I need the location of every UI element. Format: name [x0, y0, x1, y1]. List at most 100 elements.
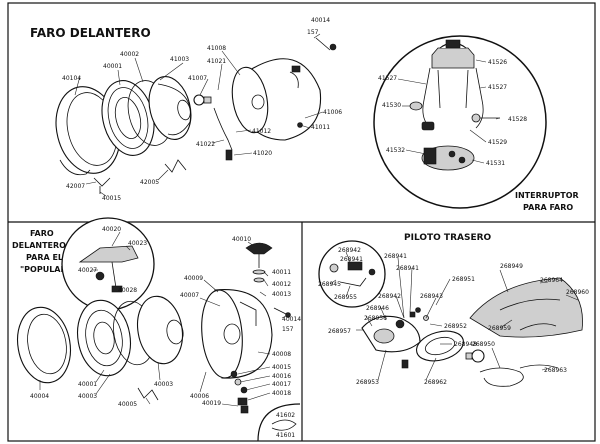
label-41021: 41021 — [207, 58, 226, 65]
label-268951: 268951 — [452, 276, 475, 283]
label-41527-left: 41527 — [378, 75, 397, 82]
label-268955: 268955 — [334, 294, 357, 301]
adjusting-knob — [245, 242, 273, 283]
label-268941-b: 268941 — [396, 265, 419, 272]
headlight-housing — [231, 58, 322, 141]
interruptor-title-line1: INTERRUPTOR — [515, 191, 579, 200]
label-40005: 40005 — [118, 401, 137, 408]
interruptor-panel: 41526 41527 41527 41530 41528 41529 4153… — [373, 35, 579, 212]
wire-loop-2 — [519, 364, 559, 369]
bracket — [93, 177, 111, 194]
bottom-hardware — [230, 370, 249, 414]
leader-lines — [74, 33, 324, 197]
label-268953: 268953 — [356, 379, 379, 386]
label-40001: 40001 — [78, 381, 97, 388]
label-41532: 41532 — [386, 147, 405, 154]
piloto-trasero-title: PILOTO TRASERO — [404, 233, 492, 243]
label-40008: 40008 — [272, 351, 291, 358]
label-41008: 41008 — [207, 45, 226, 52]
label-40018: 40018 — [272, 390, 291, 397]
label-40001: 40001 — [103, 63, 122, 70]
label-268956: 268956 — [364, 315, 387, 322]
label-268960: 268960 — [566, 289, 589, 296]
label-40020: 40020 — [102, 226, 121, 233]
label-268963: 268963 — [544, 367, 567, 374]
leader-lines-interruptor — [397, 59, 501, 164]
label-40014: 40014 — [282, 316, 301, 323]
faro-delantero-panel: FARO DELANTERO — [30, 17, 342, 202]
label-40014: 40014 — [311, 17, 330, 24]
label-40009: 40009 — [184, 275, 203, 282]
label-40006: 40006 — [190, 393, 209, 400]
label-41006: 41006 — [323, 109, 342, 116]
tail-hardware — [401, 307, 429, 369]
cable-inset-arc — [257, 403, 301, 442]
label-41527-right: 41527 — [488, 84, 507, 91]
popular-title-line2: DELANTERO — [12, 241, 66, 250]
grommet — [409, 101, 423, 111]
label-41020: 41020 — [253, 150, 272, 157]
label-268952: 268952 — [444, 323, 467, 330]
reflector — [148, 76, 192, 140]
faro-delantero-title: FARO DELANTERO — [30, 26, 151, 40]
label-268945: 268945 — [318, 281, 341, 288]
popular-title-line4: "POPULAR" — [20, 265, 71, 274]
tail-lamp-body — [361, 315, 421, 353]
label-40013: 40013 — [272, 291, 291, 298]
popular-panel: FARO DELANTERO PARA EL "POPULAR" — [12, 217, 301, 442]
retaining-spring — [137, 387, 159, 401]
popular-rim — [17, 306, 71, 384]
label-41601: 41601 — [276, 432, 295, 439]
label-268946: 268946 — [366, 305, 389, 312]
popular-title-line1: FARO — [30, 229, 54, 238]
popular-lens — [77, 299, 131, 377]
tail-lamp-lens — [415, 330, 465, 362]
label-40011: 40011 — [272, 269, 291, 276]
label-268959: 268959 — [488, 325, 511, 332]
leader-lines-piloto — [329, 251, 579, 381]
label-268941-a: 268941 — [384, 253, 407, 260]
label-40003-a: 40003 — [78, 393, 97, 400]
label-268957: 268957 — [328, 328, 351, 335]
interruptor-circle — [373, 35, 547, 209]
fender-plate — [469, 277, 583, 338]
label-268942-inset: 268942 — [338, 247, 361, 254]
tail-bulb — [465, 349, 485, 363]
label-40002: 40002 — [120, 51, 139, 58]
label-40104: 40104 — [62, 75, 81, 82]
switch-head — [431, 39, 475, 69]
bulb — [193, 94, 212, 106]
wire-loop-1 — [479, 367, 524, 387]
connector — [225, 149, 233, 161]
label-42005: 42005 — [140, 179, 159, 186]
spring-clip — [164, 159, 187, 173]
label-40028: 40028 — [118, 287, 137, 294]
label-268964: 268964 — [540, 277, 563, 284]
label-41007: 41007 — [188, 75, 207, 82]
label-40019: 40019 — [202, 400, 221, 407]
label-157: 157 — [282, 326, 294, 333]
side-screw — [273, 307, 291, 318]
popular-reflector — [136, 295, 184, 365]
label-41526: 41526 — [488, 59, 507, 66]
label-40010: 40010 — [232, 236, 251, 243]
mounting-bracket — [78, 245, 139, 293]
switch-base — [421, 145, 475, 171]
popular-housing — [201, 289, 273, 379]
label-40027: 40027 — [78, 267, 97, 274]
popular-title-line3: PARA EL — [26, 253, 63, 262]
cable — [271, 419, 297, 431]
label-41528: 41528 — [508, 116, 527, 123]
small-parts — [329, 261, 376, 287]
label-157: 157 — [307, 29, 319, 36]
label-268942: 268942 — [378, 293, 401, 300]
nut — [421, 121, 435, 131]
interruptor-title-line2: PARA FARO — [523, 203, 573, 212]
label-40015: 40015 — [272, 364, 291, 371]
label-40017: 40017 — [272, 381, 291, 388]
label-40015: 40015 — [102, 195, 121, 202]
label-268948: 268948 — [454, 341, 477, 348]
leader-lines-popular — [39, 231, 287, 407]
